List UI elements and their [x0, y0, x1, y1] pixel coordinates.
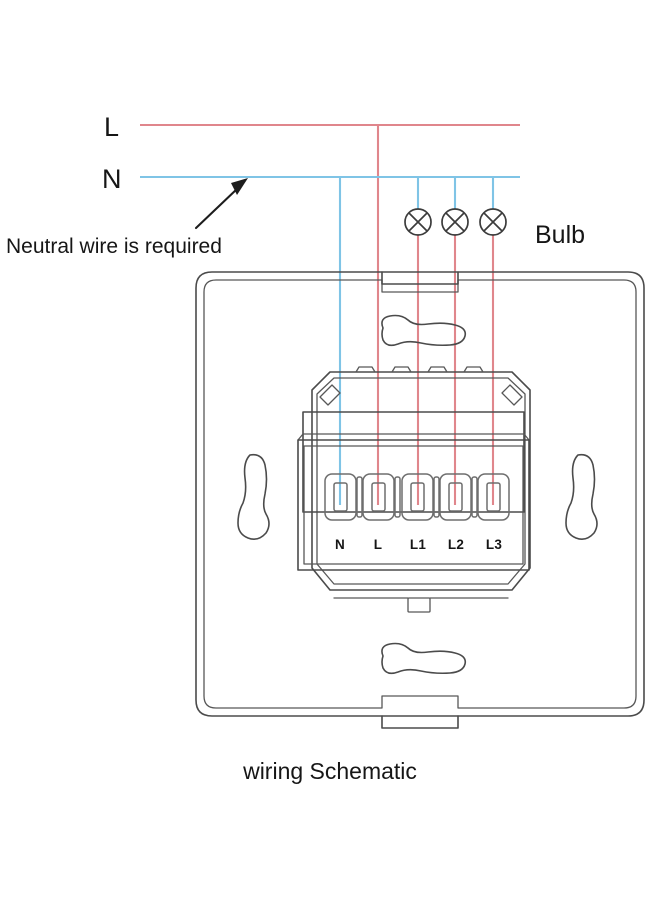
mounting-frame-outer: [311, 371, 531, 591]
terminal-n: [324, 473, 357, 521]
faceplate-outer-edge: [195, 271, 645, 717]
switch-body-edge-left: [297, 433, 304, 441]
terminal-label-l3: L3: [486, 537, 503, 552]
mounting-frame-top-bumps: [355, 366, 484, 373]
terminal-plate-inner: [303, 445, 524, 565]
live-wire-group: [140, 123, 520, 505]
terminal-separators: [356, 476, 478, 518]
neutral-rail-label: N: [102, 164, 122, 194]
terminal-label-l1: L1: [410, 537, 427, 552]
faceplate-notch-top: [381, 271, 459, 285]
bulb-icon-1: [404, 208, 432, 236]
bulb-label: Bulb: [535, 221, 585, 249]
screw-slot-bottom: [381, 642, 467, 675]
terminal-label-group: N L L1 L2 L3: [335, 537, 502, 552]
terminal-l3: [477, 473, 510, 521]
mounting-tab-top-left: [319, 384, 341, 406]
diagram-caption: wiring Schematic: [242, 758, 417, 784]
faceplate-outline: [195, 271, 645, 729]
terminal-label-n: N: [335, 537, 345, 552]
terminal-block: [324, 473, 510, 521]
mounting-frame-bottom-tab: [407, 597, 431, 613]
terminal-l: [362, 473, 395, 521]
terminal-l1: [401, 473, 434, 521]
switch-body: [297, 411, 530, 571]
terminal-l2: [439, 473, 472, 521]
bulb-symbol-group: [404, 208, 507, 236]
faceplate-notch-bottom: [381, 715, 459, 729]
bulb-icon-3: [479, 208, 507, 236]
switch-body-edge-right: [523, 433, 530, 441]
terminal-label-l2: L2: [448, 537, 464, 552]
switch-body-outer: [302, 411, 525, 513]
mounting-frame: [311, 366, 531, 613]
neutral-required-note: Neutral wire is required: [6, 235, 222, 258]
mounting-tab-top-right: [501, 384, 523, 406]
screw-slot-right: [565, 453, 598, 540]
screw-slot-top: [381, 314, 467, 347]
neutral-note-arrow: [194, 178, 248, 230]
faceplate-inner-edge: [203, 279, 637, 709]
screw-slot-group: [237, 314, 598, 675]
live-rail-label: L: [104, 112, 120, 142]
neutral-wire-group: [140, 175, 520, 505]
mounting-frame-inner: [316, 377, 526, 585]
bulb-icon-2: [441, 208, 469, 236]
terminal-plate: [297, 439, 530, 571]
terminal-label-l: L: [374, 537, 383, 552]
screw-slot-left: [237, 453, 270, 540]
